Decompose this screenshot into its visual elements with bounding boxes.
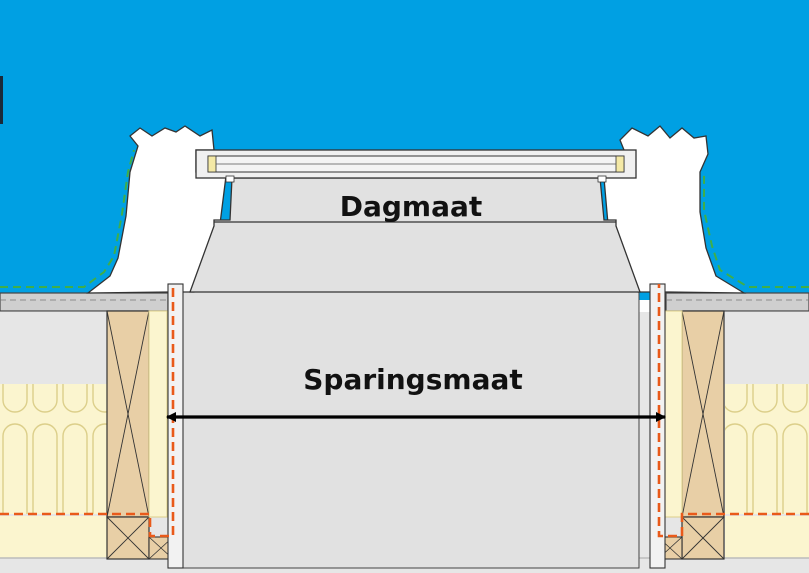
glazing-clip-left — [225, 175, 235, 183]
glazing-edge-right — [615, 155, 625, 173]
timber-beam-left — [106, 310, 150, 560]
glazing-clip-right — [597, 175, 607, 183]
curb-frame-right — [603, 125, 747, 294]
jamb-panel-left — [167, 283, 184, 569]
glazing-edge-left — [207, 155, 217, 173]
roof-slab-right — [665, 292, 809, 312]
jamb-panel-right — [649, 283, 666, 569]
insulation-under-left — [0, 516, 108, 558]
membrane-left — [0, 149, 135, 288]
insulation-under-right — [725, 516, 809, 558]
sparingsmaat-label: Sparingsmaat — [303, 363, 523, 396]
edge-mark — [0, 76, 3, 124]
insulation-strip-right — [663, 310, 683, 518]
membrane-right — [703, 172, 809, 288]
insulation-strip-left — [148, 310, 168, 518]
dagmaat-funnel — [189, 177, 641, 293]
vapour-layer-right — [657, 284, 809, 538]
dagmaat-label: Dagmaat — [340, 190, 483, 223]
insulation-right — [725, 384, 809, 514]
timber-beam-right — [681, 310, 725, 560]
roof-slab-left — [0, 292, 169, 312]
curb-frame-left — [86, 125, 227, 294]
vapour-layer-left — [0, 284, 175, 538]
insulation-left — [0, 384, 108, 514]
opening-area — [182, 291, 640, 569]
